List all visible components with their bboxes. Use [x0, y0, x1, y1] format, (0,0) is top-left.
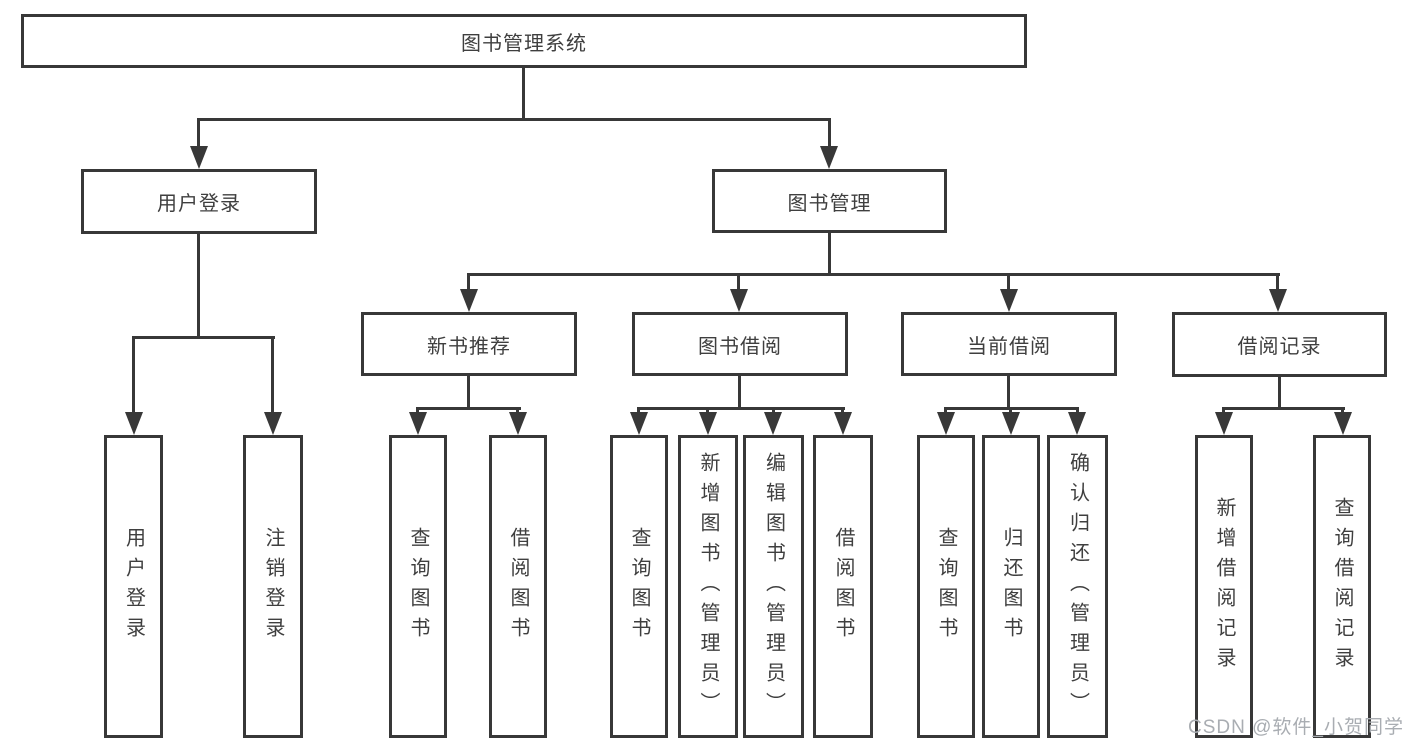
node-user-login-label: 用户登录	[157, 193, 241, 215]
leaf-query-borrow-record-label: 查询借阅记录	[1331, 496, 1353, 677]
connector-book-management-stem	[828, 233, 831, 273]
arrow-down-icon	[1215, 412, 1233, 435]
connector-to-user-login-stem	[197, 118, 200, 148]
arrow-down-icon	[409, 412, 427, 435]
leaf-borrow-books-2: 借阅图书	[813, 435, 873, 738]
leaf-user-login-label: 用户登录	[122, 526, 145, 647]
leaf-add-books-admin: 新增图书（管理员）	[678, 435, 738, 738]
leaf-confirm-return-admin-label: 确认归还（管理员）	[1066, 451, 1089, 722]
connector-current-borrowing-stem	[1007, 376, 1010, 407]
leaf-query-books-3-label: 查询图书	[935, 526, 957, 647]
arrow-down-icon	[1002, 412, 1020, 435]
leaf-edit-books-admin-label: 编辑图书（管理员）	[762, 451, 785, 722]
connector-book-borrowing-hline	[637, 407, 845, 410]
connector-borrowing-records-stem	[1278, 377, 1281, 407]
connector-stem	[416, 407, 419, 414]
node-root-library-system: 图书管理系统	[21, 14, 1027, 68]
connector-stem	[1222, 407, 1225, 414]
leaf-add-borrow-record-label: 新增借阅记录	[1213, 496, 1235, 677]
node-book-management-label: 图书管理	[787, 192, 872, 215]
connector-stem	[1341, 407, 1344, 414]
connector-book-management-hline	[468, 273, 1280, 276]
node-borrowing-records: 借阅记录	[1172, 312, 1387, 377]
connector-user-login-stem	[197, 234, 200, 336]
node-book-borrowing-label: 图书借阅	[698, 335, 782, 358]
node-user-login: 用户登录	[81, 169, 317, 234]
connector-stem	[467, 273, 470, 290]
arrow-down-icon	[1068, 412, 1086, 435]
leaf-query-books-1: 查询图书	[389, 435, 447, 738]
arrow-down-icon	[190, 146, 208, 169]
arrow-down-icon	[1269, 289, 1287, 312]
node-borrowing-records-label: 借阅记录	[1237, 336, 1322, 358]
leaf-borrow-books-2-label: 借阅图书	[832, 526, 854, 647]
arrow-down-icon	[630, 412, 648, 435]
connector-stem	[737, 273, 740, 290]
node-new-book-recommend-label: 新书推荐	[427, 335, 511, 358]
leaf-query-books-3: 查询图书	[917, 435, 975, 738]
arrow-down-icon	[699, 412, 717, 435]
connector-book-borrowing-stem	[738, 376, 741, 407]
connector-root-stem	[522, 68, 525, 118]
connector-stem	[1276, 273, 1279, 290]
connector-stem	[132, 336, 135, 413]
leaf-confirm-return-admin: 确认归还（管理员）	[1047, 435, 1108, 738]
arrow-down-icon	[264, 412, 282, 435]
connector-stem	[516, 407, 519, 414]
node-new-book-recommend: 新书推荐	[361, 312, 577, 376]
node-current-borrowing: 当前借阅	[901, 312, 1117, 376]
leaf-return-books-label: 归还图书	[1000, 526, 1022, 647]
leaf-add-borrow-record: 新增借阅记录	[1195, 435, 1253, 738]
connector-stem	[1076, 407, 1079, 414]
leaf-edit-books-admin: 编辑图书（管理员）	[743, 435, 804, 738]
arrow-down-icon	[820, 146, 838, 169]
connector-borrowing-records-hline	[1222, 407, 1345, 410]
leaf-add-books-admin-label: 新增图书（管理员）	[697, 451, 719, 722]
arrow-down-icon	[1000, 289, 1018, 312]
connector-new-book-hline	[417, 407, 521, 410]
leaf-return-books: 归还图书	[982, 435, 1040, 738]
connector-stem	[841, 407, 844, 414]
arrow-down-icon	[937, 412, 955, 435]
node-current-borrowing-label: 当前借阅	[967, 335, 1051, 358]
connector-stem	[706, 407, 709, 414]
connector-stem	[772, 407, 775, 414]
arrow-down-icon	[764, 412, 782, 435]
node-book-borrowing: 图书借阅	[632, 312, 848, 376]
connector-new-book-stem	[467, 376, 470, 407]
connector-stem	[1009, 407, 1012, 414]
connector-stem	[271, 336, 274, 413]
leaf-query-books-2: 查询图书	[610, 435, 668, 738]
connector-user-login-hline	[132, 336, 275, 339]
leaf-borrow-books-1: 借阅图书	[489, 435, 547, 738]
leaf-query-borrow-record: 查询借阅记录	[1313, 435, 1371, 738]
connector-stem	[1007, 273, 1010, 290]
leaf-query-books-2-label: 查询图书	[628, 526, 650, 647]
arrow-down-icon	[460, 289, 478, 312]
connector-root-hline	[197, 118, 831, 121]
connector-stem	[637, 407, 640, 414]
csdn-watermark: CSDN @软件_小贺同学	[1188, 717, 1404, 738]
connector-stem	[944, 407, 947, 414]
arrow-down-icon	[834, 412, 852, 435]
leaf-logout: 注销登录	[243, 435, 303, 738]
leaf-user-login: 用户登录	[104, 435, 163, 738]
leaf-logout-label: 注销登录	[262, 526, 284, 647]
connector-to-book-management-stem	[828, 118, 831, 148]
arrow-down-icon	[125, 412, 143, 435]
node-root-label: 图书管理系统	[461, 32, 587, 55]
arrow-down-icon	[730, 289, 748, 312]
leaf-borrow-books-1-label: 借阅图书	[507, 526, 529, 647]
node-book-management: 图书管理	[712, 169, 947, 233]
leaf-query-books-1-label: 查询图书	[407, 526, 429, 647]
arrow-down-icon	[509, 412, 527, 435]
arrow-down-icon	[1334, 412, 1352, 435]
